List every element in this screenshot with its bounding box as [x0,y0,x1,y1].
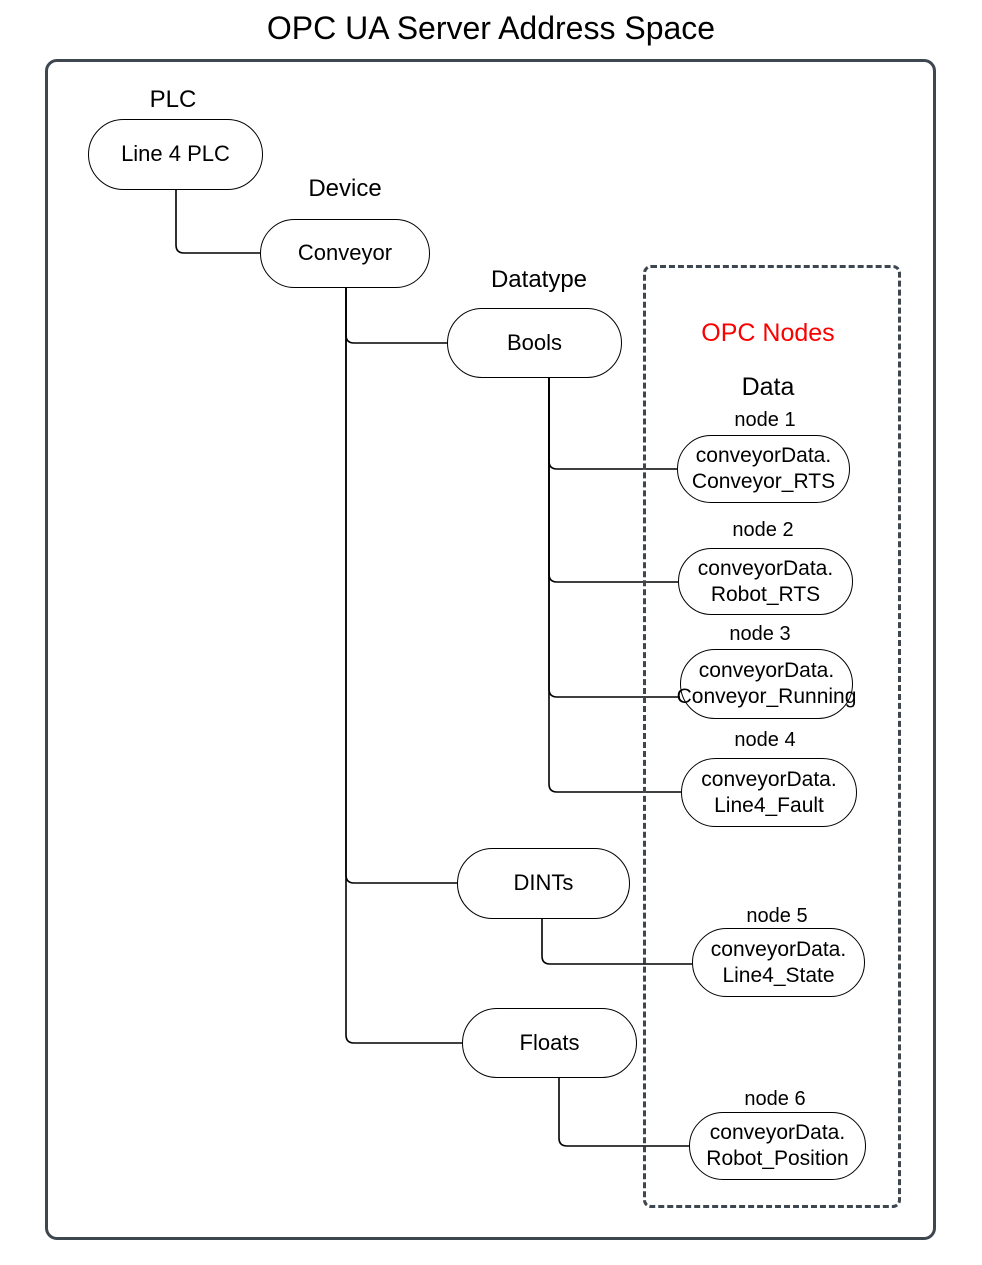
node-dints: DINTs [457,848,630,919]
outer-border [45,59,936,1240]
opc-node-5-label: node 5 [746,905,808,927]
node-conveyor: Conveyor [260,219,430,288]
opc-node-5: conveyorData. Line4_State [692,928,865,997]
opc-node-3: conveyorData. Conveyor_Running [677,649,856,719]
node-bools: Bools [447,308,622,378]
opc-node-4: conveyorData. Line4_Fault [681,758,857,827]
opc-node-6: conveyorData. Robot_Position [689,1112,866,1180]
diagram-title: OPC UA Server Address Space [266,10,716,46]
opc-node-1: conveyorData. Conveyor_RTS [677,435,850,503]
label-plc: PLC [149,86,197,113]
label-data: Data [741,373,795,401]
opc-node-1-label: node 1 [734,409,796,431]
opc-node-6-label: node 6 [744,1088,806,1110]
node-line4-plc: Line 4 PLC [88,119,263,190]
label-datatype: Datatype [490,266,588,293]
opc-node-2-label: node 2 [732,519,794,541]
label-device: Device [308,175,382,202]
opc-nodes-box [643,265,901,1208]
opc-node-3-label: node 3 [729,623,791,645]
opc-node-2: conveyorData. Robot_RTS [678,548,853,615]
opc-node-4-label: node 4 [734,729,796,751]
node-floats: Floats [462,1008,637,1078]
label-opc-nodes: OPC Nodes [701,319,835,347]
